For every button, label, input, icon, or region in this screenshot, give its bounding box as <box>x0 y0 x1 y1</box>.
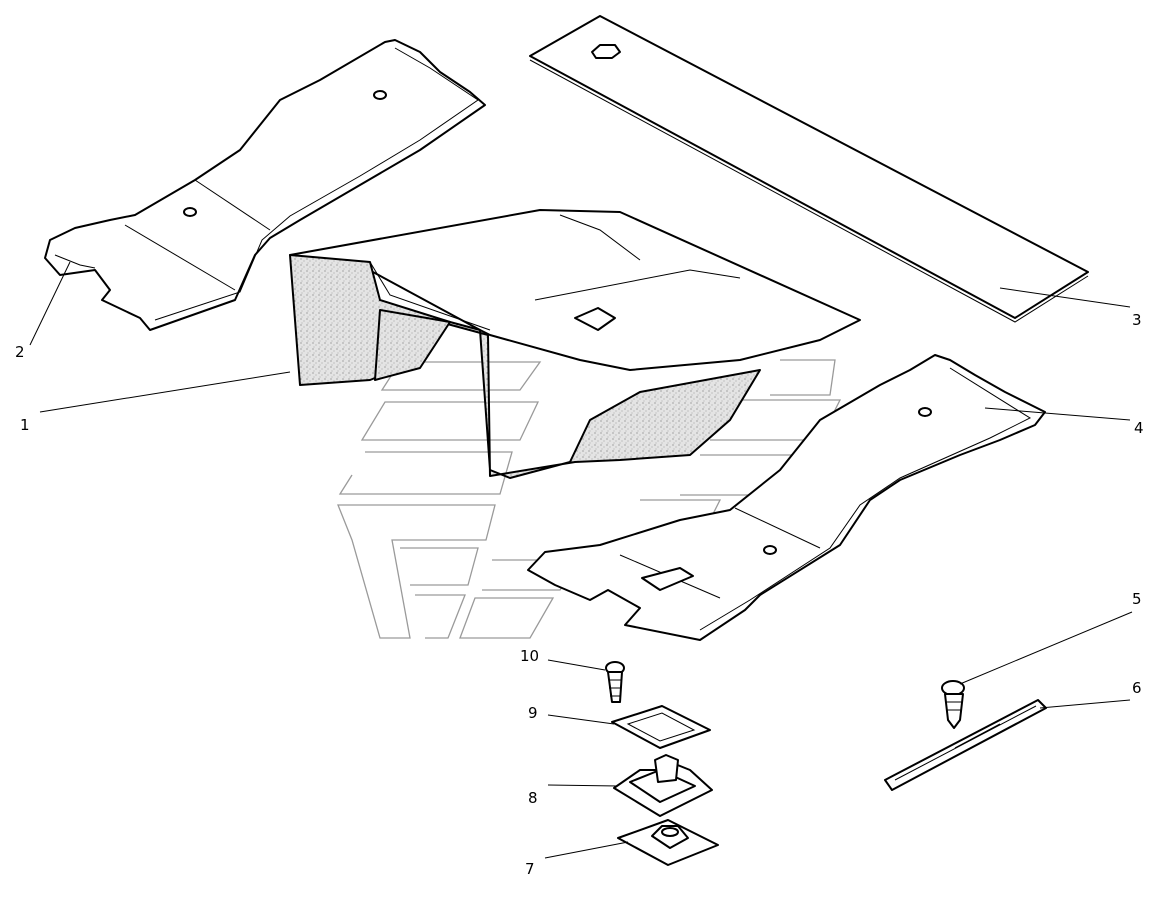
tunnel-cover <box>289 209 861 479</box>
leader-4 <box>984 407 1131 421</box>
seal-flange-part-7 <box>617 819 719 866</box>
callout-7: 7 <box>525 860 535 878</box>
frame-plate-part-9 <box>611 705 711 749</box>
leader-5 <box>959 611 1133 685</box>
lever-boot-part-8 <box>613 754 713 817</box>
screw-part-5 <box>941 680 965 729</box>
callout-9: 9 <box>528 704 538 722</box>
callout-10: 10 <box>520 647 540 665</box>
right-floor-mat <box>527 354 1046 641</box>
callout-3: 3 <box>1132 311 1142 329</box>
left-floor-mat <box>44 39 486 331</box>
leader-lines <box>29 261 1133 859</box>
strip-pad <box>529 15 1089 323</box>
callout-6: 6 <box>1132 679 1142 697</box>
leader-9 <box>547 714 615 725</box>
leader-3 <box>999 287 1131 308</box>
callout-4: 4 <box>1134 419 1144 437</box>
leader-2 <box>29 261 71 346</box>
leader-7 <box>544 841 629 859</box>
leader-10 <box>547 659 606 671</box>
trim-strip-part-6 <box>884 699 1047 791</box>
callout-5: 5 <box>1132 590 1142 608</box>
callout-8: 8 <box>528 789 538 807</box>
screw-part-10 <box>605 661 625 703</box>
leader-8 <box>547 784 619 787</box>
callout-2: 2 <box>15 343 25 361</box>
leader-1 <box>39 371 291 413</box>
leader-6 <box>1039 699 1131 709</box>
callout-1: 1 <box>20 416 30 434</box>
